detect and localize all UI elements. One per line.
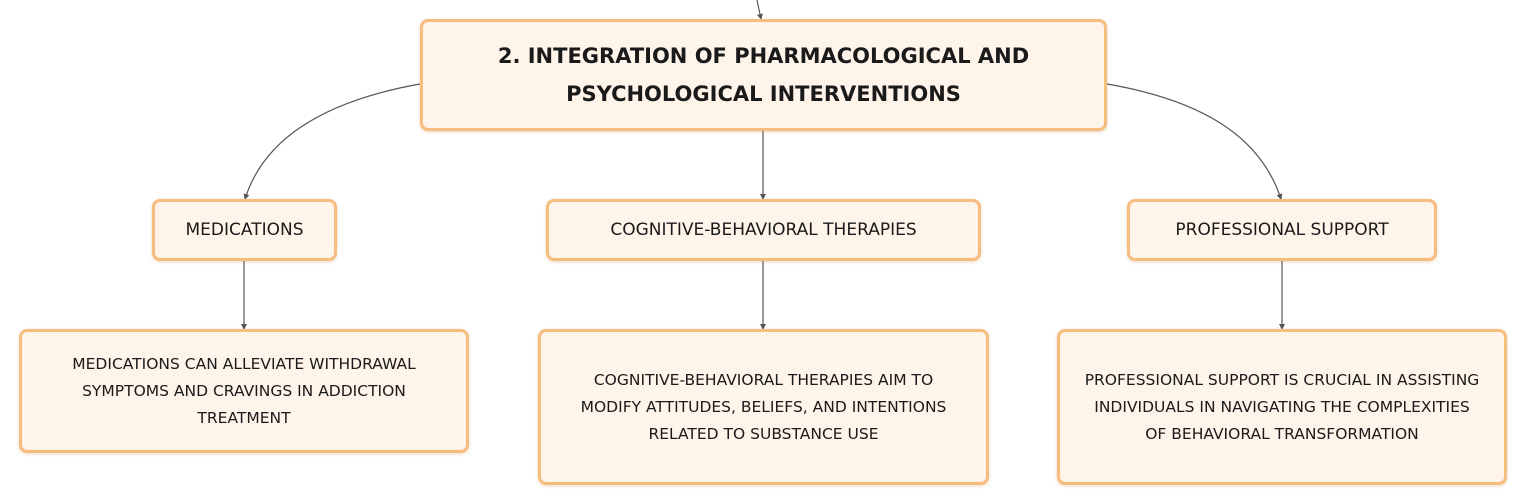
root-topic-label: 2. INTEGRATION OF PHARMACOLOGICAL AND PS…: [497, 44, 1030, 106]
professional-support-detail-node[interactable]: PROFESSIONAL SUPPORT IS CRUCIAL IN ASSIS…: [1057, 329, 1507, 485]
professional-support-detail-text: PROFESSIONAL SUPPORT IS CRUCIAL IN ASSIS…: [1084, 370, 1480, 443]
connector-root-to-medications: [243, 83, 421, 200]
medications-label: MEDICATIONS: [185, 220, 304, 240]
cognitive-behavioral-therapies-node[interactable]: COGNITIVE-BEHAVIORAL THERAPIES: [546, 199, 981, 261]
connector-parent-to-root: [756, 0, 763, 20]
professional-support-node[interactable]: PROFESSIONAL SUPPORT: [1127, 199, 1437, 261]
medications-node[interactable]: MEDICATIONS: [152, 199, 337, 261]
professional-support-label: PROFESSIONAL SUPPORT: [1175, 220, 1389, 240]
connector-root-to-professional-support: [1106, 83, 1283, 200]
cognitive-behavioral-therapies-detail-text: COGNITIVE-BEHAVIORAL THERAPIES AIM TO MO…: [580, 370, 947, 443]
root-topic-node[interactable]: 2. INTEGRATION OF PHARMACOLOGICAL AND PS…: [420, 19, 1107, 131]
cognitive-behavioral-therapies-detail-node[interactable]: COGNITIVE-BEHAVIORAL THERAPIES AIM TO MO…: [538, 329, 989, 485]
medications-detail-node[interactable]: MEDICATIONS CAN ALLEVIATE WITHDRAWAL SYM…: [19, 329, 469, 453]
medications-detail-text: MEDICATIONS CAN ALLEVIATE WITHDRAWAL SYM…: [72, 354, 416, 427]
cognitive-behavioral-therapies-label: COGNITIVE-BEHAVIORAL THERAPIES: [610, 220, 917, 240]
